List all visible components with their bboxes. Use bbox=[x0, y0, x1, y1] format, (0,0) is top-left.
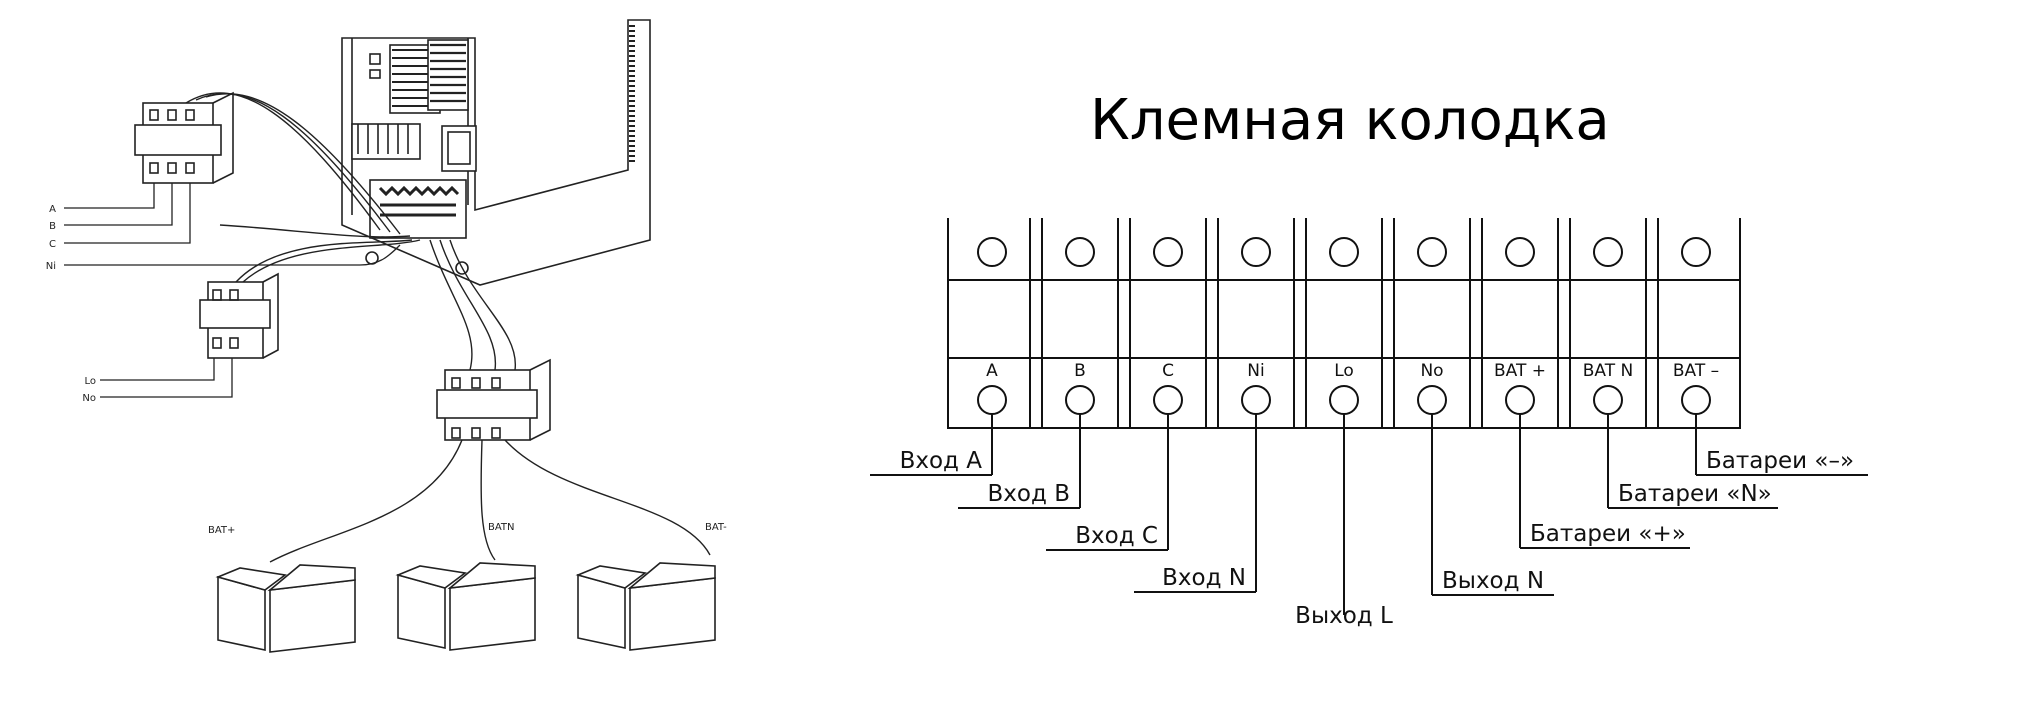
terminal-label: Ni bbox=[1247, 361, 1264, 381]
battery-pair-2 bbox=[395, 562, 536, 651]
breaker-top bbox=[134, 91, 234, 184]
slide-title: Клемная колодка bbox=[1090, 88, 1610, 153]
line-wires bbox=[64, 183, 401, 398]
terminal-screw-bottom bbox=[1153, 385, 1183, 415]
battery-pair-3 bbox=[575, 562, 716, 651]
terminal-label: Lo bbox=[1334, 361, 1354, 381]
terminal-screw-top bbox=[1681, 237, 1711, 267]
terminal-screw-top bbox=[977, 237, 1007, 267]
terminal-caption: Вход A bbox=[900, 448, 983, 474]
terminal-screw-bottom bbox=[1505, 385, 1535, 415]
terminal-caption: Вход C bbox=[1075, 523, 1158, 549]
terminal-label: B bbox=[1074, 361, 1086, 381]
terminal-caption: Батареи «–» bbox=[1706, 448, 1854, 474]
terminal-caption: Выход N bbox=[1442, 568, 1544, 594]
terminal-screw-top bbox=[1241, 237, 1271, 267]
terminal-screw-bottom bbox=[1681, 385, 1711, 415]
terminal-screw-top bbox=[1593, 237, 1623, 267]
battery-pair-1 bbox=[215, 564, 356, 653]
terminal-caption: Выход L bbox=[1295, 603, 1393, 629]
terminal: C Вход C bbox=[1046, 237, 1183, 551]
cables bbox=[185, 92, 711, 563]
terminal-label: BAT N bbox=[1583, 361, 1633, 381]
breaker-output bbox=[199, 272, 279, 359]
line-label: Ni bbox=[46, 261, 56, 272]
terminal: BAT N Батареи «N» bbox=[1583, 237, 1778, 509]
line-label: B bbox=[49, 221, 56, 232]
line-label: C bbox=[49, 239, 56, 250]
terminal-screw-bottom bbox=[1329, 385, 1359, 415]
terminal-screw-bottom bbox=[1417, 385, 1447, 415]
terminal-label: BAT – bbox=[1673, 361, 1719, 381]
breaker-battery bbox=[436, 358, 551, 441]
battery-label: BATN bbox=[488, 522, 515, 533]
terminal-screw-top bbox=[1505, 237, 1535, 267]
line-label: No bbox=[82, 393, 96, 404]
battery-label: BAT+ bbox=[208, 525, 235, 536]
terminal: BAT – Батареи «–» bbox=[1673, 237, 1868, 476]
terminal-screw-bottom bbox=[1065, 385, 1095, 415]
terminal-caption: Вход N bbox=[1162, 565, 1246, 591]
battery-bank bbox=[215, 562, 716, 653]
terminal-screw-bottom bbox=[977, 385, 1007, 415]
battery-labels: BAT+ BATN BAT- bbox=[208, 522, 727, 536]
terminal-caption: Батареи «N» bbox=[1618, 481, 1772, 507]
line-label: Lo bbox=[84, 376, 96, 387]
ups-cabinet bbox=[341, 19, 651, 286]
terminal-caption: Вход B bbox=[988, 481, 1070, 507]
terminal-label: C bbox=[1162, 361, 1174, 381]
terminal: BAT + Батареи «+» bbox=[1494, 237, 1690, 549]
terminal-label: A bbox=[986, 361, 998, 381]
terminal-screw-bottom bbox=[1593, 385, 1623, 415]
terminal-screw-top bbox=[1417, 237, 1447, 267]
terminal-screw-top bbox=[1065, 237, 1095, 267]
terminal-screw-top bbox=[1153, 237, 1183, 267]
battery-label: BAT- bbox=[705, 522, 727, 533]
terminal-label: BAT + bbox=[1494, 361, 1546, 381]
terminal-label: No bbox=[1420, 361, 1443, 381]
terminal-screw-top bbox=[1329, 237, 1359, 267]
terminal-screw-bottom bbox=[1241, 385, 1271, 415]
terminal: B Вход B bbox=[958, 237, 1095, 509]
terminal-caption: Батареи «+» bbox=[1530, 521, 1686, 547]
line-label: A bbox=[49, 204, 56, 215]
terminal: A Вход A bbox=[870, 237, 1007, 476]
